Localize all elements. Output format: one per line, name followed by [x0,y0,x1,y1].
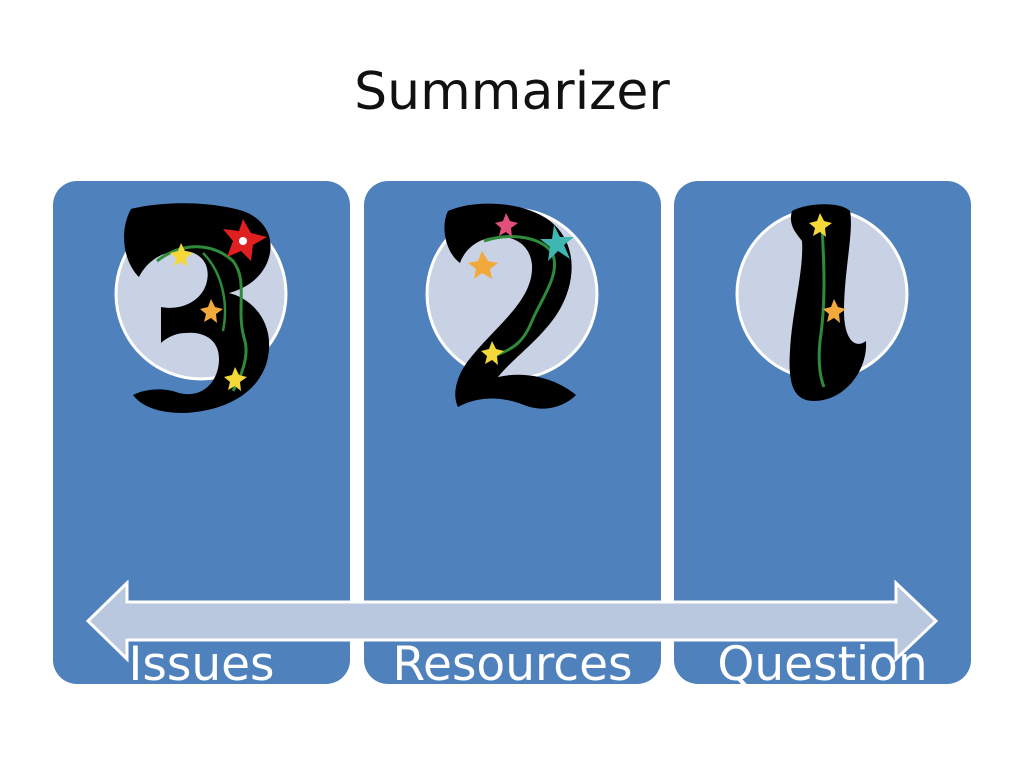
numeral-two-icon [425,203,599,409]
card-label-question: Question [717,637,928,692]
card-resources: Resources [364,181,661,692]
slide-title: Summarizer [354,62,670,122]
numeral-three-icon [114,203,288,413]
card-label-resources: Resources [392,637,633,692]
card-issues: Issues [53,181,350,692]
numeral-one-icon [735,204,909,401]
card-question: Question [674,181,971,692]
card-label-issues: Issues [128,637,275,692]
